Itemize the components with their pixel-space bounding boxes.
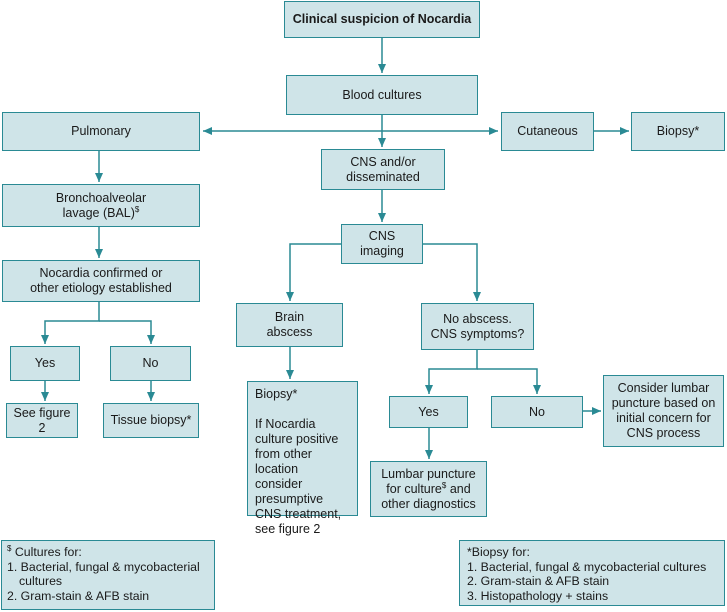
footnote-cultures: $ Cultures for: 1. Bacterial, fungal & m… xyxy=(1,540,215,610)
lp-line-1: Lumbar puncture xyxy=(381,466,476,481)
biopsy-brain-line-8: see figure 2 xyxy=(255,522,321,536)
biopsy-brain-line-1: Biopsy* xyxy=(255,387,298,401)
bal-line-1: Bronchoalveolar xyxy=(55,190,147,205)
biopsy-brain-line-7: CNS treatment, xyxy=(255,507,342,521)
biopsy-footnote-item-3: 3. Histopathology + stains xyxy=(467,588,609,603)
node-nocardia-confirmed: Nocardia confirmed or other etiology est… xyxy=(2,260,200,302)
consider-line-4: CNS process xyxy=(626,426,701,440)
biopsy-brain-line-4: culture positive xyxy=(255,432,339,446)
node-yes-pulmonary: Yes xyxy=(10,346,80,381)
lp-footnote-marker: $ xyxy=(441,480,447,490)
cns-line-2: disseminated xyxy=(346,169,420,184)
bal-footnote-marker: $ xyxy=(134,204,140,214)
biopsy-brain-line-3: If Nocardia xyxy=(255,417,316,431)
arrow-confirmed-no xyxy=(99,320,155,344)
cns-line-1: CNS and/or xyxy=(350,154,416,169)
node-pulmonary: Pulmonary xyxy=(2,112,200,151)
consider-line-3: initial concern for xyxy=(616,411,711,425)
node-no-cns: No xyxy=(491,396,583,428)
biopsy-footnote-item-1: 1. Bacterial, fungal & mycobacterial cul… xyxy=(467,559,707,574)
node-tissue-biopsy: Tissue biopsy* xyxy=(103,403,199,438)
arrow-imaging-noabscess xyxy=(423,243,481,301)
node-cns-imaging: CNS imaging xyxy=(341,224,423,264)
node-bal: Bronchoalveolar lavage (BAL)$ xyxy=(2,184,200,227)
no-abscess-line-2: CNS symptoms? xyxy=(430,326,525,341)
cultures-item-1-cont: cultures xyxy=(19,574,63,588)
arrow-imaging-brain xyxy=(286,243,341,301)
node-see-figure-2: See figure 2 xyxy=(6,403,78,438)
footnote-biopsy: *Biopsy for: 1. Bacterial, fungal & myco… xyxy=(459,540,725,606)
biopsy-brain-line-6: consider presumptive xyxy=(255,477,324,506)
node-biopsy-brain: Biopsy* If Nocardia culture positive fro… xyxy=(247,381,358,536)
arrow-confirmed-yes xyxy=(41,302,100,344)
confirmed-line-1: Nocardia confirmed or xyxy=(39,266,163,280)
consider-line-1: Consider lumbar xyxy=(617,381,710,395)
confirmed-line-2: other etiology established xyxy=(30,281,172,295)
lp-line-2a: for culture xyxy=(386,481,442,496)
lp-line-2b: and xyxy=(446,481,471,496)
node-biopsy-cutaneous: Biopsy* xyxy=(631,112,725,151)
node-blood-cultures: Blood cultures xyxy=(286,75,478,115)
no-abscess-line-1: No abscess. xyxy=(443,311,512,326)
arrow-noabscess-yes xyxy=(425,350,478,394)
bal-line-2: lavage (BAL) xyxy=(62,205,135,220)
node-lumbar-puncture: Lumbar puncture for culture$ and other d… xyxy=(370,461,487,517)
cultures-title: Cultures for: xyxy=(11,545,82,559)
brain-line-2: abscess xyxy=(266,325,313,339)
node-cutaneous: Cutaneous xyxy=(501,112,594,151)
node-consider-lumbar-puncture: Consider lumbar puncture based on initia… xyxy=(603,375,724,447)
node-no-pulmonary: No xyxy=(110,346,191,381)
node-no-abscess: No abscess. CNS symptoms? xyxy=(421,303,534,350)
lp-line-3: other diagnostics xyxy=(381,496,476,511)
consider-line-2: puncture based on xyxy=(611,396,716,410)
biopsy-footnote-item-2: 2. Gram-stain & AFB stain xyxy=(467,574,610,588)
cultures-item-2: 2. Gram-stain & AFB stain xyxy=(7,588,150,603)
arrow-noabscess-no xyxy=(477,368,541,394)
node-yes-cns: Yes xyxy=(389,396,468,428)
cultures-item-1: 1. Bacterial, fungal & mycobacterial xyxy=(7,559,200,574)
biopsy-brain-line-5: from other location xyxy=(255,447,312,476)
node-cns-disseminated: CNS and/or disseminated xyxy=(321,149,445,190)
biopsy-brain-line-2 xyxy=(255,402,350,417)
biopsy-footnote-title: *Biopsy for: xyxy=(467,545,530,559)
node-brain-abscess: Brain abscess xyxy=(236,303,343,347)
node-clinical-suspicion: Clinical suspicion of Nocardia xyxy=(284,1,480,38)
cultures-footnote-marker: $ xyxy=(7,544,12,553)
brain-line-1: Brain xyxy=(274,310,305,324)
